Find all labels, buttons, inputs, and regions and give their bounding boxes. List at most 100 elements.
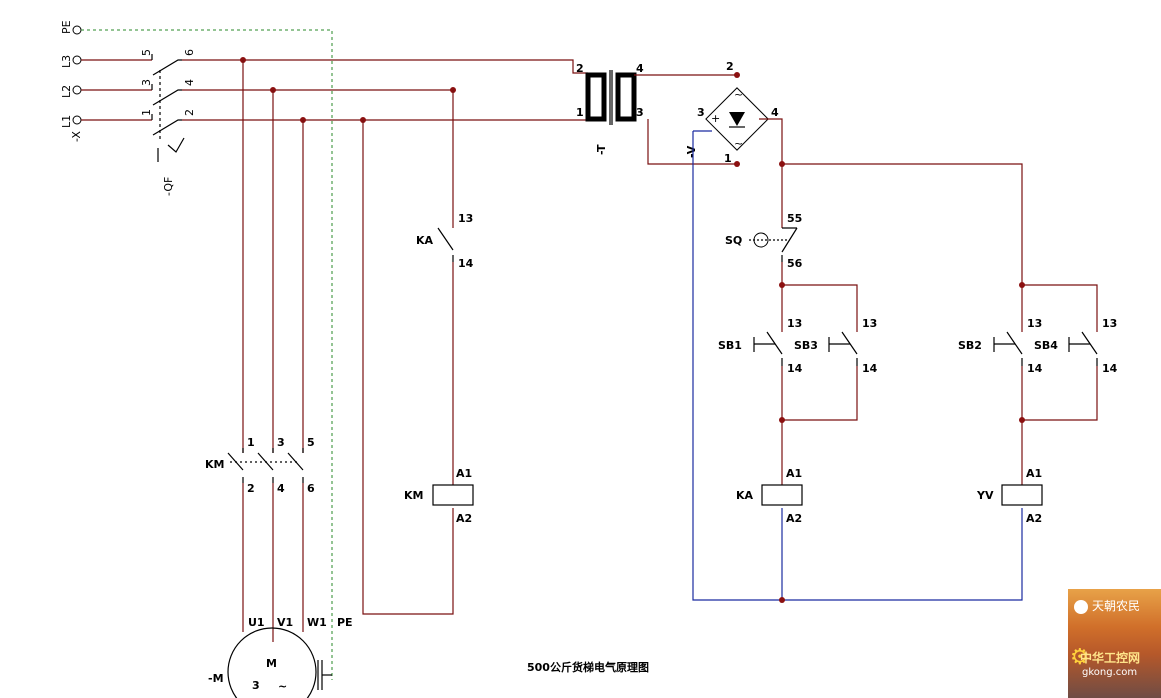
- motor-pe-symbol: [317, 660, 323, 690]
- km-coil-a1: A1: [456, 467, 472, 480]
- wire-sb3-out: [782, 366, 858, 421]
- motor-circle: [227, 627, 317, 698]
- terminal-l2: [72, 85, 82, 95]
- junction-dot: [1019, 282, 1025, 288]
- yv-coil-a1: A1: [1026, 467, 1042, 480]
- yv-coil: YV A1 A2: [976, 467, 1043, 525]
- km-coil: KM A1 A2: [404, 467, 474, 525]
- sb1-pin-13: 13: [787, 317, 802, 330]
- label-l2: L2: [60, 85, 73, 98]
- t-pin-1: 1: [576, 106, 584, 119]
- motor-term-u1: U1: [248, 616, 265, 629]
- motor-ac-symbol: ~: [278, 680, 287, 693]
- v-pin-2: 2: [726, 60, 734, 73]
- motor-name: -M: [208, 672, 224, 685]
- sb1-name: SB1: [718, 339, 742, 352]
- breaker-qf: 5 6 3 4 1 2 -QF: [140, 49, 196, 196]
- watermark-overlay: 天朝农民 ⚙ 中华工控网 gkong.com: [1068, 589, 1161, 698]
- qf-pin-6: 6: [183, 49, 196, 56]
- wire-sb3-in: [782, 284, 858, 332]
- sb3-button: SB3 13 14: [794, 317, 878, 375]
- km-pin-4: 4: [277, 482, 285, 495]
- pe-wire: [81, 29, 333, 680]
- qf-pin-4: 4: [183, 79, 196, 86]
- ka-contact-pin-13: 13: [458, 212, 473, 225]
- yv-coil-name: YV: [976, 489, 994, 502]
- motor-term-v1: V1: [277, 616, 293, 629]
- motor-phases: 3: [252, 679, 260, 692]
- sb2-pin-13: 13: [1027, 317, 1042, 330]
- terminal-pe: [72, 25, 82, 35]
- t-pin-4: 4: [636, 62, 644, 75]
- v-sign-ac-top: ~: [734, 88, 743, 101]
- transformer-t: 2 4 1 3 -T: [576, 62, 644, 155]
- sq-name: SQ: [725, 234, 742, 247]
- junction-dot: [779, 417, 785, 423]
- label-x: -X: [70, 131, 83, 142]
- label-l3: L3: [60, 55, 73, 68]
- junction-dot: [779, 597, 785, 603]
- sb2-name: SB2: [958, 339, 982, 352]
- rectifier-v: 2 3 4 1 + ~ ~ - -V: [685, 60, 779, 167]
- km-pin-2: 2: [247, 482, 255, 495]
- v-pin-4: 4: [771, 106, 779, 119]
- sb3-pin-14: 14: [862, 362, 878, 375]
- wire-l3-out: [182, 59, 588, 74]
- km-pin-3: 3: [277, 436, 285, 449]
- dc-negative-bus: [692, 131, 1023, 601]
- label-l1: L1: [60, 115, 73, 128]
- ka-contact-name: KA: [416, 234, 434, 247]
- ka-contact-pin-14: 14: [458, 257, 474, 270]
- label-pe: PE: [60, 20, 73, 34]
- diagram-title: 500公斤货梯电气原理图: [527, 660, 649, 674]
- junction-dot: [1019, 417, 1025, 423]
- km-pin-5: 5: [307, 436, 315, 449]
- watermark-url: gkong.com: [1082, 667, 1138, 678]
- qf-pin-2: 2: [183, 109, 196, 116]
- t-pin-3: 3: [636, 106, 644, 119]
- qf-name: -QF: [162, 177, 175, 196]
- qf-pin-5: 5: [140, 49, 153, 56]
- sb4-pin-14: 14: [1102, 362, 1118, 375]
- watermark-site: 中华工控网: [1080, 651, 1141, 665]
- terminal-l3: [72, 55, 82, 65]
- user-icon: [1074, 599, 1088, 614]
- wire-km-coil-return: [362, 120, 454, 615]
- sb4-name: SB4: [1034, 339, 1058, 352]
- wire-dc-positive: [759, 118, 783, 228]
- motor-term-pe: PE: [337, 616, 353, 629]
- sb3-name: SB3: [794, 339, 818, 352]
- sb3-pin-13: 13: [862, 317, 877, 330]
- km-coil-a2: A2: [456, 512, 472, 525]
- v-sign-plus: +: [711, 112, 720, 125]
- terminal-l1: [72, 115, 82, 125]
- motor-letter: M: [266, 657, 277, 670]
- watermark-user-name: 天朝农民: [1092, 599, 1141, 613]
- km-pin-1: 1: [247, 436, 255, 449]
- sb4-button: SB4 13 14: [1034, 317, 1118, 375]
- ka-coil: KA A1 A2: [736, 467, 803, 525]
- qf-pin-1: 1: [140, 109, 153, 116]
- km-pin-6: 6: [307, 482, 315, 495]
- km-coil-name: KM: [404, 489, 423, 502]
- diode-icon: [729, 112, 745, 126]
- sb1-pin-14: 14: [787, 362, 803, 375]
- km-main-name: KM: [205, 458, 224, 471]
- wire-sb4-out: [1022, 366, 1098, 421]
- sb1-button: SB1 13 14: [718, 317, 803, 375]
- gear-icon: ⚙: [1070, 645, 1090, 670]
- sb4-pin-13: 13: [1102, 317, 1117, 330]
- wire-sb4-in: [1022, 284, 1098, 332]
- sb2-button: SB2 13 14: [958, 317, 1043, 375]
- yv-coil-a2: A2: [1026, 512, 1042, 525]
- t-name: -T: [595, 144, 608, 155]
- motor-term-w1: W1: [307, 616, 327, 629]
- sq-pin-56: 56: [787, 257, 803, 270]
- sq-pin-55: 55: [787, 212, 802, 225]
- junction-dot: [779, 282, 785, 288]
- sq-limit-switch: SQ 55 56: [725, 212, 803, 270]
- watermark-user: 天朝农民: [1074, 597, 1158, 617]
- ka-coil-a1: A1: [786, 467, 802, 480]
- wire-dc-positive-branch: [782, 163, 1023, 285]
